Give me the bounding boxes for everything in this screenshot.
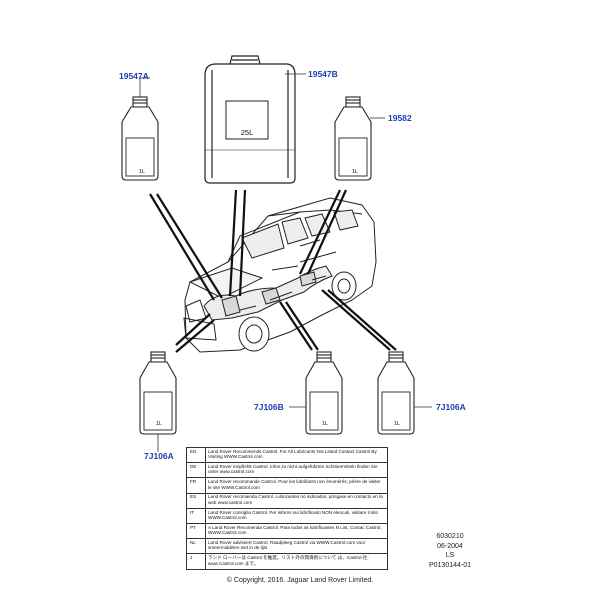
language-code: EN [186, 446, 206, 464]
bottle-capacity: 1L [139, 169, 145, 175]
copyright-notice: © Copyright, 2016. Jaguar Land Rover Lim… [226, 577, 374, 584]
bottle-19547a: 1L [121, 96, 159, 181]
recommendation-text: Land Rover recomienda Castrol. Lubricant… [205, 492, 388, 509]
language-code: IT [186, 507, 206, 524]
language-code: FR [186, 477, 206, 494]
bottle-7j106a-right: 1L [377, 351, 415, 435]
recommendation-text: Land Rover adviseert Castrol. Raadpleeg … [205, 538, 388, 555]
vehicle-illustration [183, 197, 377, 353]
callout-7j106a-left: 7J106A [144, 451, 174, 461]
language-code: NL [186, 538, 206, 555]
jerry-can-capacity: 25L [241, 128, 254, 137]
reference-code: LS [445, 552, 455, 559]
language-code: ES [186, 492, 206, 509]
reference-part: P0130144-01 [428, 561, 472, 569]
reference-block: 6030210 06-2004 LS P0130144-01 [420, 532, 480, 570]
callout-19547a: 19547A [119, 71, 149, 81]
bottle-capacity: 1L [352, 169, 358, 175]
bottle-19582: 1L [334, 96, 372, 181]
bottle-7j106a-left: 1L [139, 351, 177, 435]
callout-7j106b: 7J106B [254, 402, 284, 412]
recommendation-text: ランド ローバーは Castrol を推奨。リスト外の潤滑剤について は、Cas… [205, 553, 388, 570]
language-code: DE [186, 462, 206, 479]
language-code: J [186, 553, 206, 570]
callout-19582: 19582 [388, 113, 412, 123]
leader-lines [149, 189, 397, 353]
bottle-capacity: 1L [156, 421, 162, 427]
callout-7j106a-right: 7J106A [436, 402, 466, 412]
reference-date: 06-2004 [437, 542, 463, 550]
recommendation-text: Land Rover Recommends Castrol. For All L… [205, 446, 388, 464]
recommendation-text: Land Rover recommande Castrol. Pour les … [205, 477, 388, 494]
recommendation-text: Land Rover empfiehlt Castrol. Infos zu n… [205, 462, 388, 479]
language-code: PT [186, 522, 206, 540]
bottle-7j106b: 1L [305, 351, 343, 435]
callout-19547b: 19547B [308, 69, 338, 79]
reference-number: 6030210 [436, 533, 464, 540]
recommendation-text: Land Rover consiglia Castrol. Per inform… [205, 507, 388, 524]
callout-leaders [139, 73, 432, 452]
jerry-can-25l: 25L [204, 55, 296, 184]
bottle-capacity: 1L [322, 421, 328, 427]
recommendation-text: A Land Rover Recomenda Castrol. Para tod… [205, 522, 388, 540]
bottle-capacity: 1L [394, 421, 400, 427]
